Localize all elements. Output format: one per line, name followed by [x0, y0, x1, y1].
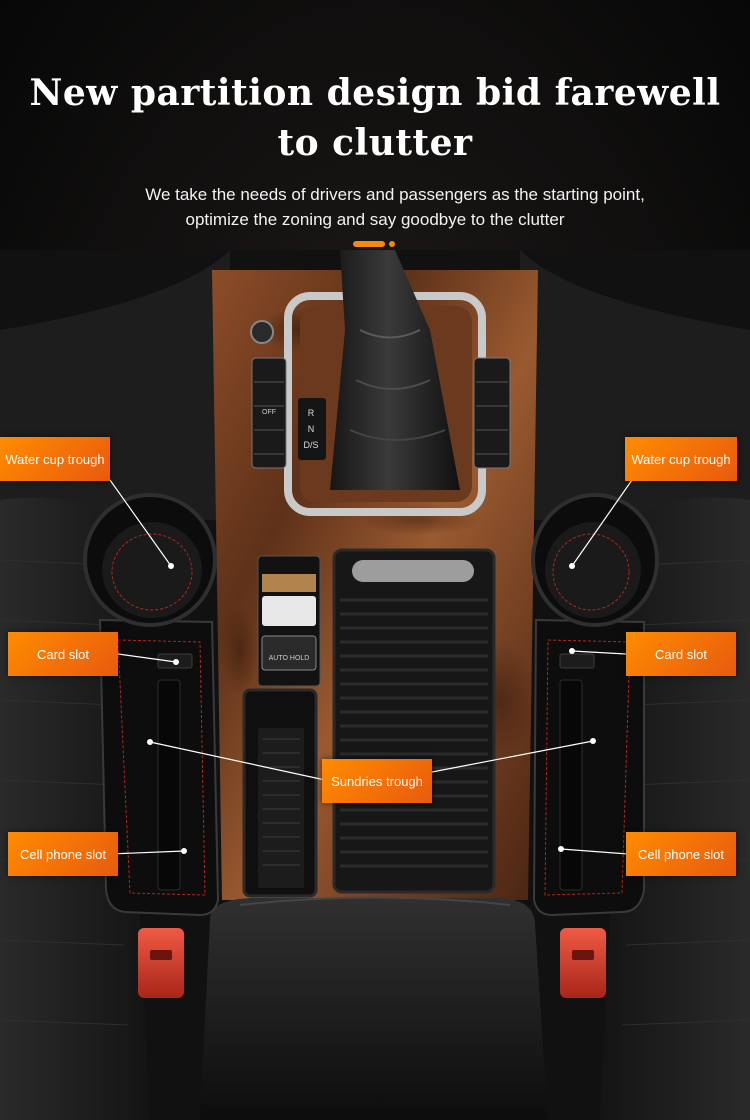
auto-hold-label: AUTO HOLD [269, 655, 310, 662]
start-button [250, 320, 274, 344]
seatbelt-buckle-left [138, 928, 184, 998]
callout-card-slot-right: Card slot [626, 632, 736, 676]
callout-water-cup-right: Water cup trough [625, 437, 737, 481]
hero-title-line2: to clutter [277, 122, 473, 164]
right-seat-organizer [531, 493, 659, 917]
hero-subtitle: We take the needs of drivers and passeng… [0, 182, 750, 232]
slide-indicator-dot [389, 241, 395, 247]
right-button-stack [473, 357, 511, 469]
callout-cell-phone-right: Cell phone slot [626, 832, 736, 876]
callout-cell-phone-left: Cell phone slot [8, 832, 118, 876]
callout-sundries: Sundries trough [322, 759, 432, 803]
left-button-stack: OFF [251, 357, 287, 469]
seatbelt-buckle-right [560, 928, 606, 998]
hero-title-line1: New partition design bid farewell [29, 72, 721, 114]
parking-brake-switch [262, 596, 316, 626]
left-seat-organizer [83, 493, 220, 917]
off-button-label: OFF [262, 409, 276, 416]
gear-label-r: R [308, 408, 315, 418]
callout-leader-lines [109, 479, 633, 855]
slide-indicator-active [353, 241, 385, 247]
hero-title: New partition design bid farewell to clu… [0, 68, 750, 168]
hero-subtitle-line1: We take the needs of drivers and passeng… [145, 185, 645, 204]
callout-points [147, 563, 596, 854]
auto-hold-button [261, 635, 317, 671]
gear-label-n: N [308, 424, 315, 434]
gear-label-ds: D/S [303, 440, 318, 450]
callout-card-slot-left: Card slot [8, 632, 118, 676]
hero-subtitle-line2: optimize the zoning and say goodbye to t… [185, 210, 565, 229]
callout-water-cup-left: Water cup trough [0, 437, 110, 481]
